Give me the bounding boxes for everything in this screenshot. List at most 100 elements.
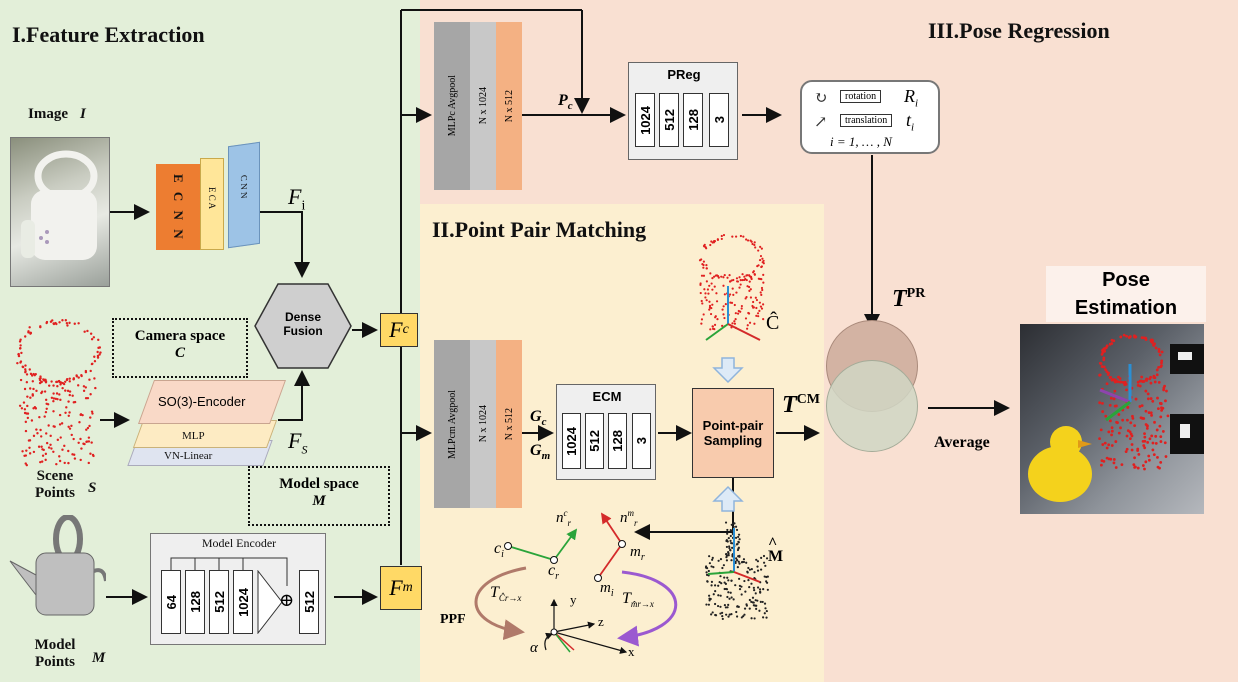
- point-dot: [742, 558, 746, 561]
- point-dot: [38, 377, 41, 380]
- point-dot: [748, 586, 751, 589]
- point-dot: [32, 450, 36, 454]
- mlpcm-avgpool-bar: MLPcm Avgpool: [434, 340, 470, 508]
- point-dot: [1108, 403, 1112, 407]
- point-dot: [1140, 375, 1144, 379]
- point-dot: [1134, 335, 1138, 339]
- point-dot: [29, 331, 32, 335]
- point-dot: [31, 380, 35, 383]
- point-dot: [63, 461, 66, 465]
- point-dot: [727, 591, 730, 594]
- point-dot: [728, 546, 731, 550]
- point-dot: [734, 561, 737, 565]
- point-dot: [1149, 381, 1153, 385]
- point-dot: [752, 271, 755, 274]
- point-dot: [1114, 440, 1118, 443]
- point-dot: [67, 425, 70, 428]
- point-dot: [78, 420, 81, 424]
- point-dot: [96, 350, 99, 354]
- hexagon-shape: [254, 283, 352, 369]
- point-dot: [717, 594, 720, 597]
- point-dot: [709, 328, 712, 331]
- point-dot: [761, 288, 764, 292]
- point-dot: [87, 440, 91, 443]
- point-dot: [26, 412, 30, 415]
- ppf-diagram: [474, 512, 678, 654]
- point-dot: [1148, 437, 1152, 441]
- point-dot: [39, 325, 42, 328]
- point-dot: [735, 277, 739, 280]
- point-dot: [68, 427, 72, 430]
- point-dot: [29, 372, 33, 376]
- point-dot: [1146, 440, 1150, 444]
- point-dot: [748, 607, 751, 610]
- point-dot: [33, 405, 37, 409]
- point-dot: [753, 571, 756, 574]
- point-dot: [48, 384, 51, 387]
- point-dot: [710, 306, 713, 310]
- point-dot: [763, 561, 766, 564]
- point-dot: [740, 561, 744, 564]
- point-dot: [722, 313, 725, 316]
- point-dot: [1160, 350, 1164, 354]
- point-dot: [23, 387, 27, 391]
- point-dot: [762, 273, 765, 276]
- point-dot: [700, 258, 703, 261]
- t-m-label: Tm̂r→x: [622, 590, 654, 610]
- point-dot: [753, 589, 756, 592]
- point-dot: [755, 306, 758, 310]
- point-dot: [748, 598, 751, 602]
- point-dot: [1107, 430, 1111, 434]
- point-dot: [752, 586, 755, 589]
- point-dot: [756, 569, 760, 572]
- point-dot: [757, 249, 760, 252]
- point-dot: [748, 280, 751, 283]
- point-dot: [68, 380, 71, 383]
- point-dot: [746, 285, 749, 288]
- point-dot: [1136, 466, 1140, 470]
- point-dot: [716, 238, 719, 241]
- point-dot: [708, 304, 712, 307]
- point-dot: [56, 384, 59, 388]
- point-dot: [73, 453, 76, 456]
- point-dot: [735, 559, 739, 562]
- point-dot: [734, 584, 737, 587]
- point-dot: [87, 461, 90, 465]
- point-dot: [68, 390, 72, 393]
- point-dot: [738, 577, 741, 580]
- point-dot: [52, 397, 56, 400]
- preg-cell: 3: [709, 93, 729, 147]
- point-dot: [1098, 437, 1101, 441]
- point-dot: [748, 321, 752, 324]
- point-dot: [749, 296, 753, 299]
- ecm-cell: 128: [608, 413, 627, 469]
- point-dot: [1138, 384, 1142, 388]
- model-encoder-cell: 512: [209, 570, 229, 634]
- point-dot: [762, 588, 765, 591]
- point-dot: [713, 602, 717, 606]
- point-dot: [716, 604, 720, 608]
- point-dot: [35, 389, 38, 393]
- point-dot: [760, 556, 763, 560]
- point-dot: [1100, 365, 1104, 368]
- point-dot: [756, 312, 760, 315]
- point-dot: [1107, 371, 1110, 375]
- point-dot: [73, 457, 77, 460]
- point-dot: [19, 360, 23, 363]
- point-dot: [68, 321, 71, 325]
- point-dot: [731, 546, 734, 550]
- point-dot: [1159, 440, 1163, 443]
- point-dot: [77, 322, 80, 325]
- point-dot: [705, 264, 708, 267]
- point-dot: [59, 383, 62, 386]
- point-dot: [1154, 346, 1158, 350]
- point-dot: [732, 598, 735, 601]
- point-dot: [93, 377, 96, 380]
- point-dot: [22, 401, 26, 404]
- point-dot: [1147, 458, 1151, 462]
- point-dot: [1158, 401, 1162, 405]
- point-dot: [91, 412, 94, 415]
- t-c-label: TĈr→x: [490, 584, 522, 604]
- point-dot: [1140, 336, 1144, 340]
- point-dot: [745, 274, 748, 277]
